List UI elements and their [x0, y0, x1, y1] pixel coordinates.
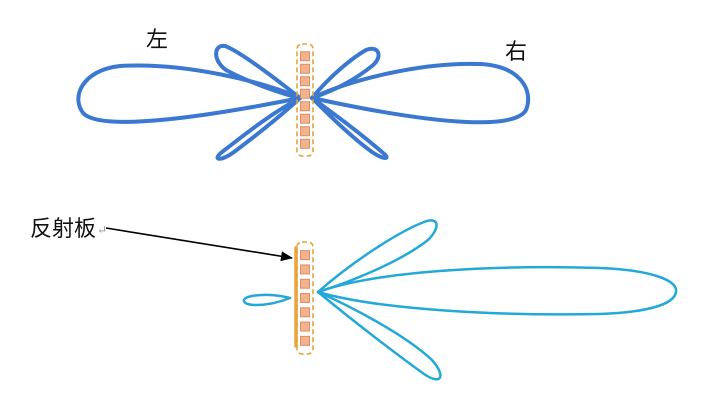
lower-side-lobe: [316, 290, 442, 381]
top-antenna-array: [296, 43, 314, 157]
antenna-element: [300, 307, 310, 318]
left-main-lobe: [76, 63, 302, 124]
right-label: 右: [505, 40, 528, 65]
upper-side-lobe: [316, 219, 438, 294]
reflector-pointer-arrow: [105, 227, 293, 262]
antenna-outline: [296, 241, 314, 355]
antenna-element: [300, 51, 310, 62]
right-upper-lobe: [310, 46, 381, 100]
antenna-element: [300, 250, 310, 261]
antenna-outline: [296, 43, 314, 157]
antenna-element: [300, 321, 310, 332]
bidirectional-radiation-pattern: [76, 43, 531, 161]
forward-main-lobe: [316, 265, 678, 316]
antenna-element: [300, 264, 310, 275]
antenna-element: [300, 335, 310, 346]
right-lower-lobe: [310, 96, 389, 160]
back-lobe: [242, 293, 292, 307]
left-lower-lobe: [215, 96, 302, 161]
left-label: 左: [146, 28, 169, 53]
return-mark-icon: ↵: [97, 223, 108, 237]
antenna-element: [300, 101, 310, 112]
antenna-element: [300, 63, 310, 74]
directional-radiation-pattern: [242, 219, 678, 381]
antenna-element: [300, 88, 310, 99]
antenna-element: [300, 126, 310, 137]
antenna-element: [300, 138, 310, 149]
bottom-antenna-array: [296, 241, 314, 355]
antenna-element: [300, 113, 310, 124]
antenna-element: [300, 278, 310, 289]
right-main-lobe: [310, 61, 531, 125]
antenna-element: [300, 76, 310, 87]
left-upper-lobe: [214, 43, 302, 100]
reflector-label: 反射板↵: [30, 219, 107, 241]
reflector-label-text: 反射板: [30, 217, 97, 242]
antenna-element: [300, 293, 310, 303]
